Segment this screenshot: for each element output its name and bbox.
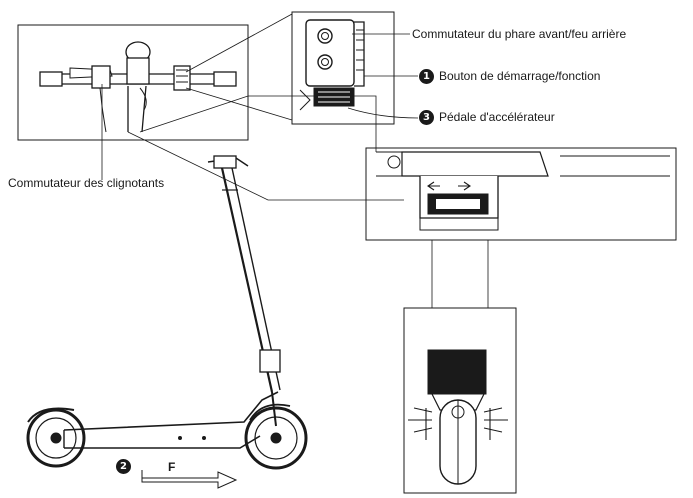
forward-label: F [168,460,176,474]
forward-badge: 2 [116,459,131,474]
rear-view-inset [403,307,517,494]
leader-accelerator [347,107,419,119]
start-button-badge: 1 [419,69,434,84]
turn-signal-label: Commutateur des clignotants [8,176,165,190]
handlebar-inset [17,24,249,141]
start-button-label: Bouton de démarrage/fonction [439,69,601,83]
control-module-inset [291,11,395,125]
accelerator-badge: 3 [419,110,434,125]
forward-arrow [141,471,238,489]
headlight-switch-label: Commutateur du phare avant/feu arrière [412,27,627,41]
deck-inset [365,147,677,241]
accelerator-label: Pédale d'accélérateur [439,110,555,124]
scooter-illustration [26,155,308,470]
